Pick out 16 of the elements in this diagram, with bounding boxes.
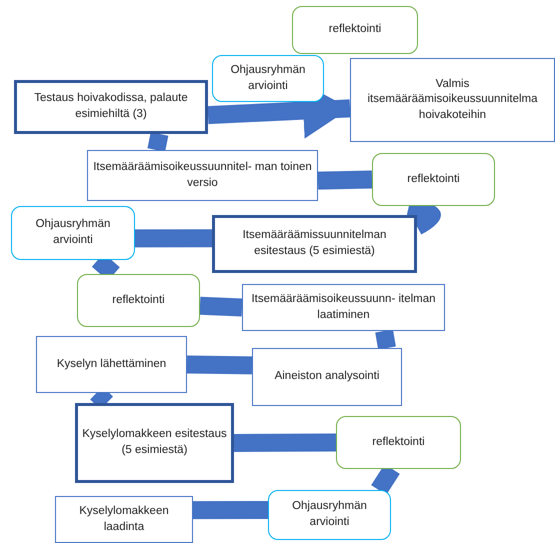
process-box: Itsemääräämisoikeussuunnitel- man toinen versio xyxy=(87,150,318,201)
reflection-box: reflektointi xyxy=(372,153,495,206)
process-box: Testaus hoivakodissa, palaute esimiehiltä (3) xyxy=(14,80,208,134)
process-box: Itsemääräämissuunnitelman esitestaus (5 esimiestä) xyxy=(212,215,417,273)
review-box: Ohjausryhmän arviointi xyxy=(268,490,391,540)
review-box: Ohjausryhmän arviointi xyxy=(11,206,135,260)
review-box: Ohjausryhmän arviointi xyxy=(212,55,324,102)
process-box: Valmis itsemääräämisoikeussuunnitelma hoivakoteihin xyxy=(350,58,555,142)
process-box: Kyselylomakkeen laadinta xyxy=(55,496,193,543)
reflection-box: reflektointi xyxy=(336,416,461,469)
reflection-box: reflektointi xyxy=(292,6,418,54)
process-box: Kyselyn lähettäminen xyxy=(36,336,187,393)
process-box: Itsemääräämisoikeussuunn- itelman laatiminen xyxy=(242,284,445,331)
reflection-box: reflektointi xyxy=(77,274,200,327)
process-box: Aineiston analysointi xyxy=(252,348,402,406)
process-box: Kyselylomakkeen esitestaus (5 esimiestä) xyxy=(75,403,234,483)
